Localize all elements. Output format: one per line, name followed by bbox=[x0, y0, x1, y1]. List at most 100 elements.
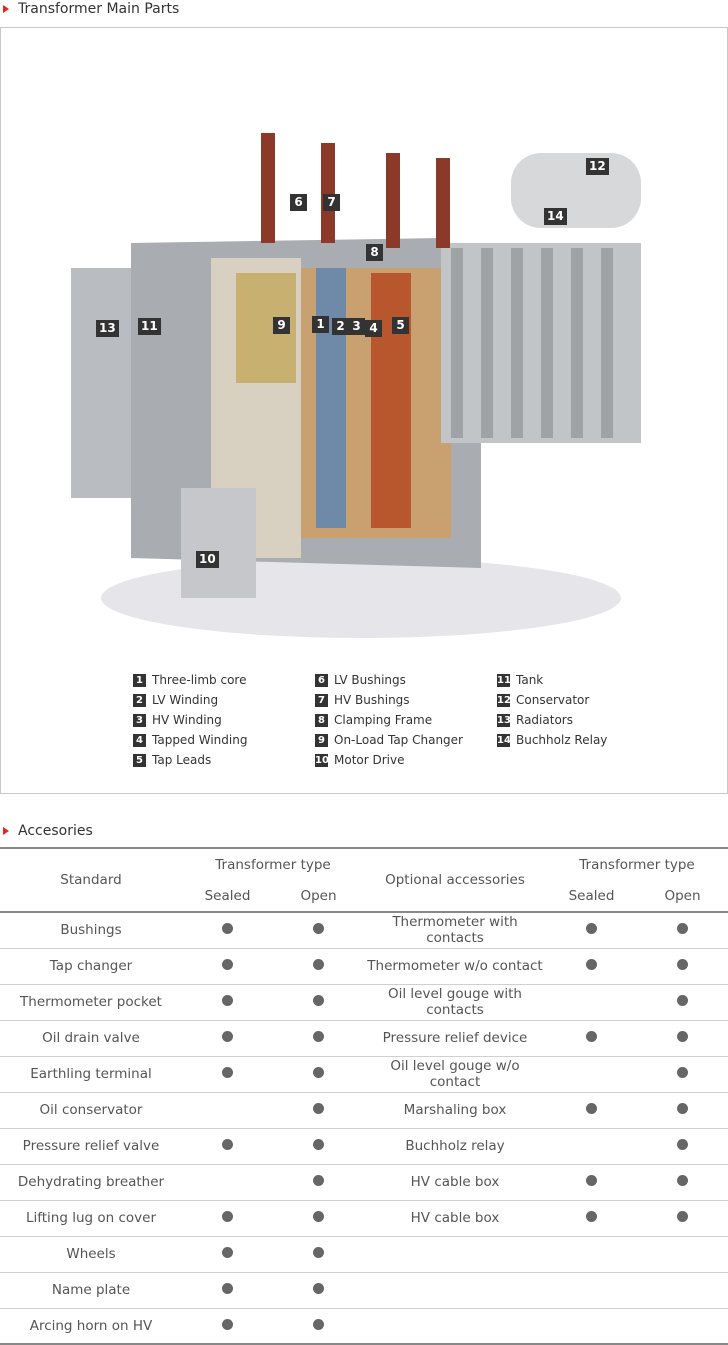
legend-label: On-Load Tap Changer bbox=[334, 733, 463, 747]
dot-icon bbox=[313, 1103, 324, 1114]
legend-number: 9 bbox=[315, 733, 328, 747]
sealed-cell bbox=[182, 1271, 273, 1308]
open-cell bbox=[637, 1055, 728, 1092]
legend-number: 10 bbox=[315, 753, 329, 767]
optional-item: Thermometer with contacts bbox=[364, 911, 546, 948]
section-title-accessories: Accesories bbox=[0, 822, 93, 840]
sealed-cell bbox=[182, 1019, 273, 1056]
open-cell bbox=[273, 1199, 364, 1236]
header-open: Open bbox=[300, 887, 337, 904]
sealed-cell bbox=[182, 911, 273, 948]
section-title-main-parts: Transformer Main Parts bbox=[0, 0, 179, 18]
badge-2: 2 bbox=[332, 318, 349, 335]
dot-icon bbox=[222, 923, 233, 935]
table-row: Bushings Thermometer with contacts bbox=[0, 911, 728, 948]
legend-number: 8 bbox=[315, 713, 328, 727]
dot-icon bbox=[677, 1175, 688, 1186]
open-cell bbox=[637, 1199, 728, 1236]
open-cell bbox=[637, 1235, 728, 1272]
open-cell bbox=[637, 1163, 728, 1200]
open-cell bbox=[637, 911, 728, 948]
sealed-cell bbox=[546, 911, 637, 948]
legend-number: 4 bbox=[133, 733, 146, 747]
optional-item: HV cable box bbox=[364, 1199, 546, 1236]
table-row: Arcing horn on HV bbox=[0, 1307, 728, 1345]
dot-icon bbox=[586, 1211, 597, 1222]
table-row: Name plate bbox=[0, 1271, 728, 1308]
dot-icon bbox=[677, 923, 688, 935]
badge-14: 14 bbox=[544, 208, 567, 225]
sealed-cell bbox=[182, 1199, 273, 1236]
bullet-triangle-icon bbox=[3, 5, 9, 13]
sealed-cell bbox=[546, 1091, 637, 1128]
bullet-triangle-icon bbox=[3, 827, 9, 835]
dot-icon bbox=[222, 1031, 233, 1042]
dot-icon bbox=[677, 995, 688, 1006]
dot-icon bbox=[313, 1175, 324, 1186]
table-row: Thermometer pocket Oil level gouge with … bbox=[0, 983, 728, 1020]
legend-number: 2 bbox=[133, 693, 146, 707]
open-cell bbox=[273, 1163, 364, 1200]
open-cell bbox=[637, 1127, 728, 1164]
sealed-cell bbox=[182, 1091, 273, 1128]
sealed-cell bbox=[182, 1163, 273, 1200]
dot-icon bbox=[313, 1247, 324, 1258]
dot-icon bbox=[586, 923, 597, 935]
legend-label: Radiators bbox=[516, 713, 573, 727]
open-cell bbox=[273, 1307, 364, 1345]
sealed-cell bbox=[182, 1307, 273, 1345]
open-cell bbox=[273, 911, 364, 948]
legend-label: Tank bbox=[516, 673, 544, 687]
open-cell bbox=[637, 1271, 728, 1308]
optional-item: Oil level gouge with contacts bbox=[364, 983, 546, 1020]
table-row: Dehydrating breather HV cable box bbox=[0, 1163, 728, 1200]
dot-icon bbox=[677, 1103, 688, 1114]
legend-label: Conservator bbox=[516, 693, 590, 707]
table-row: Lifting lug on cover HV cable box bbox=[0, 1199, 728, 1236]
standard-item: Wheels bbox=[0, 1235, 182, 1272]
sealed-cell bbox=[546, 1235, 637, 1272]
optional-item: Marshaling box bbox=[364, 1091, 546, 1128]
standard-item: Dehydrating breather bbox=[0, 1163, 182, 1200]
dot-icon bbox=[222, 1067, 233, 1078]
standard-item: Thermometer pocket bbox=[0, 983, 182, 1020]
dot-icon bbox=[222, 959, 233, 970]
open-cell bbox=[637, 983, 728, 1020]
legend-label: HV Winding bbox=[152, 713, 222, 727]
dot-icon bbox=[313, 1318, 324, 1330]
standard-item: Lifting lug on cover bbox=[0, 1199, 182, 1236]
legend-number: 12 bbox=[497, 693, 511, 707]
open-cell bbox=[273, 1019, 364, 1056]
dot-icon bbox=[313, 923, 324, 935]
legend-label: LV Winding bbox=[152, 693, 219, 707]
standard-item: Earthling terminal bbox=[0, 1055, 182, 1092]
optional-item: Pressure relief device bbox=[364, 1019, 546, 1056]
table-row: Earthling terminal Oil level gouge w/o c… bbox=[0, 1055, 728, 1092]
standard-item: Arcing horn on HV bbox=[0, 1307, 182, 1345]
badge-5: 5 bbox=[392, 317, 409, 334]
legend-item: 9 On-Load Tap Changer bbox=[315, 730, 463, 750]
legend-item: 2 LV Winding bbox=[133, 690, 247, 710]
sealed-cell bbox=[182, 983, 273, 1020]
badge-13: 13 bbox=[96, 320, 119, 337]
optional-item bbox=[364, 1307, 546, 1345]
badge-10: 10 bbox=[196, 551, 219, 568]
header-open: Open bbox=[664, 887, 701, 904]
table-row: Wheels bbox=[0, 1235, 728, 1272]
sealed-cell bbox=[546, 1019, 637, 1056]
standard-item: Oil conservator bbox=[0, 1091, 182, 1128]
legend-label: Tap Leads bbox=[152, 753, 212, 767]
table-row: Oil conservator Marshaling box bbox=[0, 1091, 728, 1128]
open-cell bbox=[273, 983, 364, 1020]
badge-8: 8 bbox=[366, 244, 383, 261]
legend-label: HV Bushings bbox=[334, 693, 410, 707]
